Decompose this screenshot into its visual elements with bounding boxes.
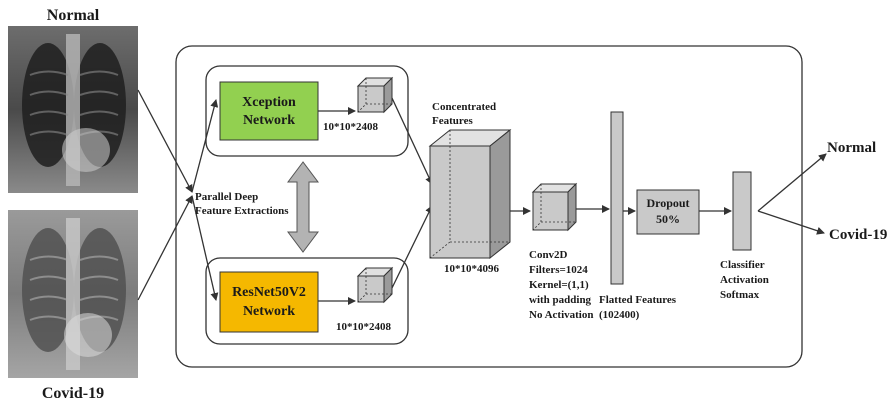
conv2d-block [531, 182, 578, 232]
output-arrows [757, 153, 827, 235]
conv-label-line1: Conv2D [529, 249, 568, 261]
parallel-label-line2: Feature Extractions [195, 205, 289, 217]
concat-label-line1: Concentrated [432, 101, 496, 113]
classifier-label-line3: Softmax [720, 289, 760, 301]
covid-xray-image [8, 210, 138, 378]
conv-label-line3: Kernel=(1,1) [529, 279, 589, 291]
xception-shape-label: 10*10*2408 [323, 121, 379, 133]
xception-label-line1: Xception [242, 95, 296, 110]
resnet-feature-cube [356, 266, 394, 304]
covid-input-title: Covid-19 [42, 385, 104, 402]
resnet-label-line2: Network [243, 304, 295, 319]
resnet-network-box [219, 271, 319, 333]
dropout-label-line1: Dropout [646, 196, 689, 210]
conv-label-line4: with padding [529, 294, 592, 306]
conv-label-line2: Filters=1024 [529, 264, 588, 276]
xception-group [205, 65, 409, 157]
normal-input-title: Normal [47, 7, 100, 24]
resnet-group [205, 257, 409, 345]
pipeline-frame [175, 45, 803, 368]
concat-feature-block [428, 128, 512, 260]
concat-label-line2: Features [432, 115, 473, 127]
output-covid-label: Covid-19 [829, 227, 887, 243]
normal-xray-image [8, 26, 138, 193]
classifier-label-line1: Classifier [720, 259, 765, 271]
classifier-label-line2: Activation [720, 274, 769, 286]
dropout-label-line2: 50% [656, 212, 680, 226]
flatten-layer-block [610, 111, 624, 285]
flatten-label-line1: Flatted Features [599, 294, 677, 306]
output-normal-label: Normal [827, 140, 876, 156]
resnet-shape-label: 10*10*2408 [336, 321, 392, 333]
concat-input-arrows [391, 97, 433, 289]
xception-feature-cube [356, 76, 394, 114]
conv-label-line5: No Activation [529, 309, 593, 321]
classifier-block [732, 171, 752, 251]
xception-label-line2: Network [243, 113, 295, 128]
input-arrows [137, 89, 193, 301]
dropout-box [636, 189, 700, 235]
flatten-label-line2: (102400) [599, 309, 640, 321]
concat-shape-label: 10*10*4096 [444, 263, 500, 275]
resnet-label-line1: ResNet50V2 [232, 285, 306, 300]
xception-network-box [219, 81, 319, 141]
parallel-label-line1: Parallel Deep [195, 191, 258, 203]
parallel-double-arrow-icon [287, 161, 319, 253]
branch-arrows [191, 99, 219, 301]
